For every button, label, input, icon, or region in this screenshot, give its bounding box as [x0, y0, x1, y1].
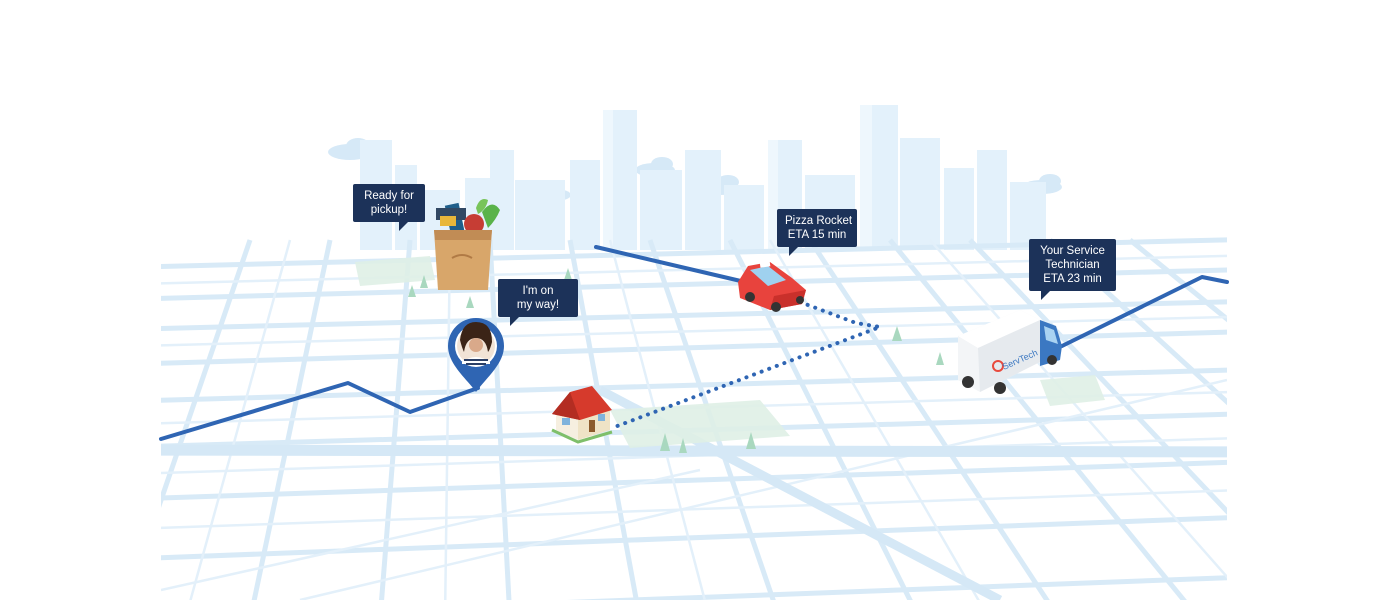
- street-grid: [161, 237, 1227, 600]
- pizza-dotted-path: [610, 300, 882, 430]
- bubble-tail: [510, 316, 520, 326]
- technician-eta-line3: ETA 23 min: [1043, 273, 1102, 285]
- technician-eta-bubble: Your Service Technician ETA 23 min: [1029, 239, 1116, 300]
- bubble-tail: [1041, 290, 1051, 300]
- house-icon: [551, 386, 613, 444]
- pizza-eta-line2: ETA 15 min: [787, 229, 847, 241]
- customer-status-bubble: I'm on my way!: [498, 279, 578, 326]
- grocery-status-line1: Ready for: [364, 190, 414, 202]
- grocery-status-bubble: Ready for pickup!: [353, 184, 425, 231]
- grocery-status-line2: pickup!: [370, 204, 408, 216]
- pizza-route: [594, 245, 747, 284]
- car-icon: [738, 261, 806, 312]
- trees: [408, 268, 944, 453]
- bubble-tail: [399, 221, 409, 231]
- bubble-tail: [789, 246, 799, 256]
- technician-eta-line2: Technician: [1045, 259, 1100, 271]
- customer-status-line1: I'm on: [522, 285, 554, 297]
- grocery-bag-icon: [434, 199, 500, 290]
- pizza-eta-line1: Pizza Rocket: [785, 215, 853, 227]
- location-pin-avatar-icon: [448, 318, 504, 392]
- technician-eta-line1: Your Service: [1040, 245, 1105, 257]
- service-truck-icon: [958, 310, 1062, 394]
- customer-status-line2: my way!: [516, 299, 560, 311]
- pizza-eta-bubble: Pizza Rocket ETA 15 min: [777, 209, 857, 256]
- skyline-highlights: [603, 105, 872, 250]
- customer-route: [159, 381, 480, 441]
- routes: [159, 245, 1229, 441]
- technician-route: [1060, 275, 1229, 348]
